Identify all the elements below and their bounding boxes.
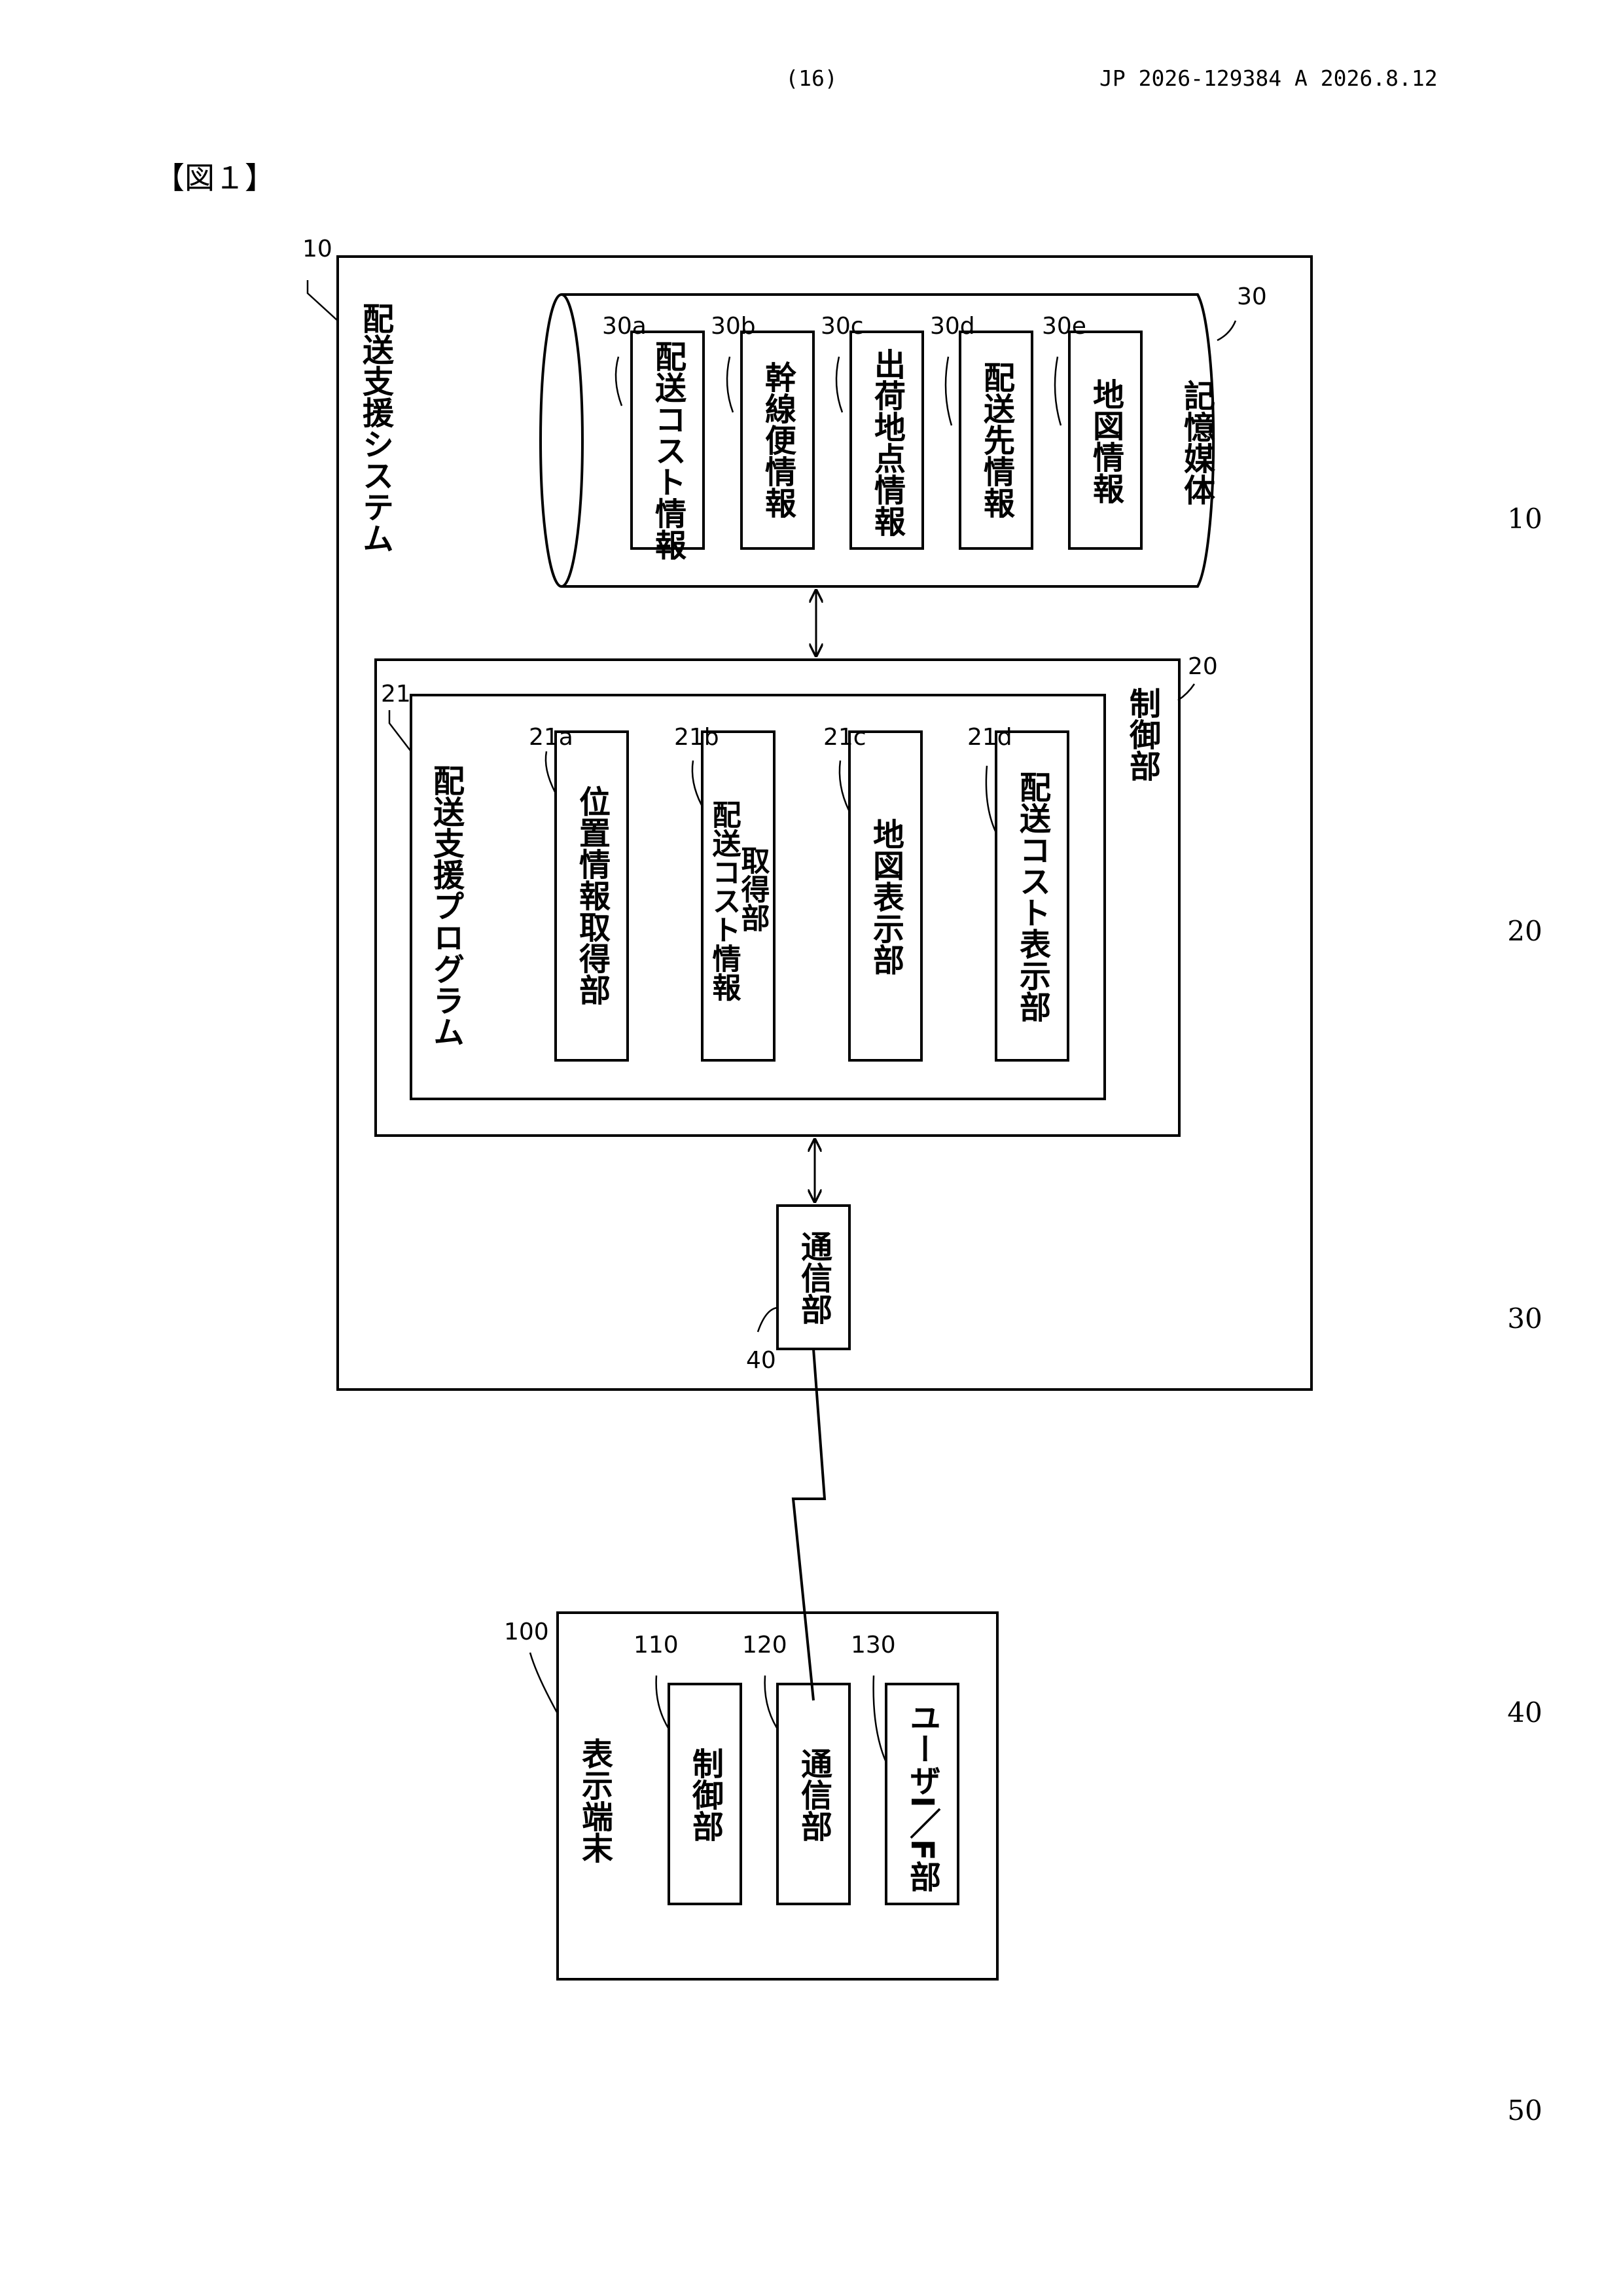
program-ref: 21 [381,681,411,708]
module-label-line2: 取得部 [736,846,771,932]
storage-item-ref-leader [946,357,952,425]
storage-item-label: 地図情報 [1087,378,1124,504]
module-label: 位置情報取得部 [573,785,611,1005]
terminal-unit-ref: 110 [633,1632,679,1659]
storage-item-label: 配送コスト情報 [649,340,687,560]
terminal-unit-label: 制御部 [687,1748,724,1842]
storage-item-ref: 30c [821,313,864,340]
module-ref-leader [986,766,995,831]
system-label: 配送支援システム [357,302,394,554]
storage-item-label: 幹線便情報 [759,361,796,518]
terminal-unit-ref-leader [656,1676,668,1728]
storage-ref: 30 [1237,283,1267,310]
module-ref-leader [692,761,702,805]
system-ref-leader [308,280,338,321]
terminal-unit-ref: 120 [742,1632,787,1659]
terminal-ref-leader [530,1653,558,1713]
storage-item-ref: 30d [930,313,975,340]
control-ref: 20 [1188,653,1218,680]
terminal-unit-label: 通信部 [795,1748,832,1842]
module-ref: 21b [674,724,719,751]
storage-item-ref: 30b [711,313,756,340]
module-ref-leader [840,761,849,810]
program-label: 配送支援プログラム [427,764,465,1047]
storage-item-ref: 30a [602,313,647,340]
comm-ref: 40 [746,1347,776,1374]
wireless-link [793,1349,825,1700]
storage-ref-leader [1217,321,1236,340]
storage-item-ref-leader [1055,357,1061,425]
comm-label: 通信部 [795,1230,832,1325]
system-ref: 10 [302,236,332,262]
storage-item-label: 配送先情報 [978,361,1015,518]
terminal-unit-label: ユーザI／F部 [904,1702,941,1892]
storage-item-ref-leader [616,357,622,406]
module-ref: 21c [823,724,866,751]
terminal-label: 表示端末 [576,1738,613,1863]
storage-label: 記憶媒体 [1178,380,1215,505]
module-ref-leader [546,751,555,792]
storage-item-ref-leader [727,357,733,412]
module-ref: 21a [529,724,573,751]
module-label: 地図表示部 [867,818,904,975]
comm-ref-leader [758,1308,777,1332]
control-label: 制御部 [1124,687,1162,781]
program-ref-leader [389,710,411,751]
module-ref: 21d [967,724,1012,751]
terminal-ref: 100 [504,1619,549,1645]
storage-item-label: 出荷地点情報 [868,348,906,537]
terminal-unit-ref: 130 [851,1632,896,1659]
terminal-unit-ref-leader [765,1676,777,1728]
system-box [338,257,1311,1390]
storage-item-ref-leader [836,357,842,412]
module-label: 配送コスト表示部 [1014,771,1051,1022]
terminal-unit-ref-leader [874,1676,885,1761]
storage-item-ref: 30e [1042,313,1086,340]
